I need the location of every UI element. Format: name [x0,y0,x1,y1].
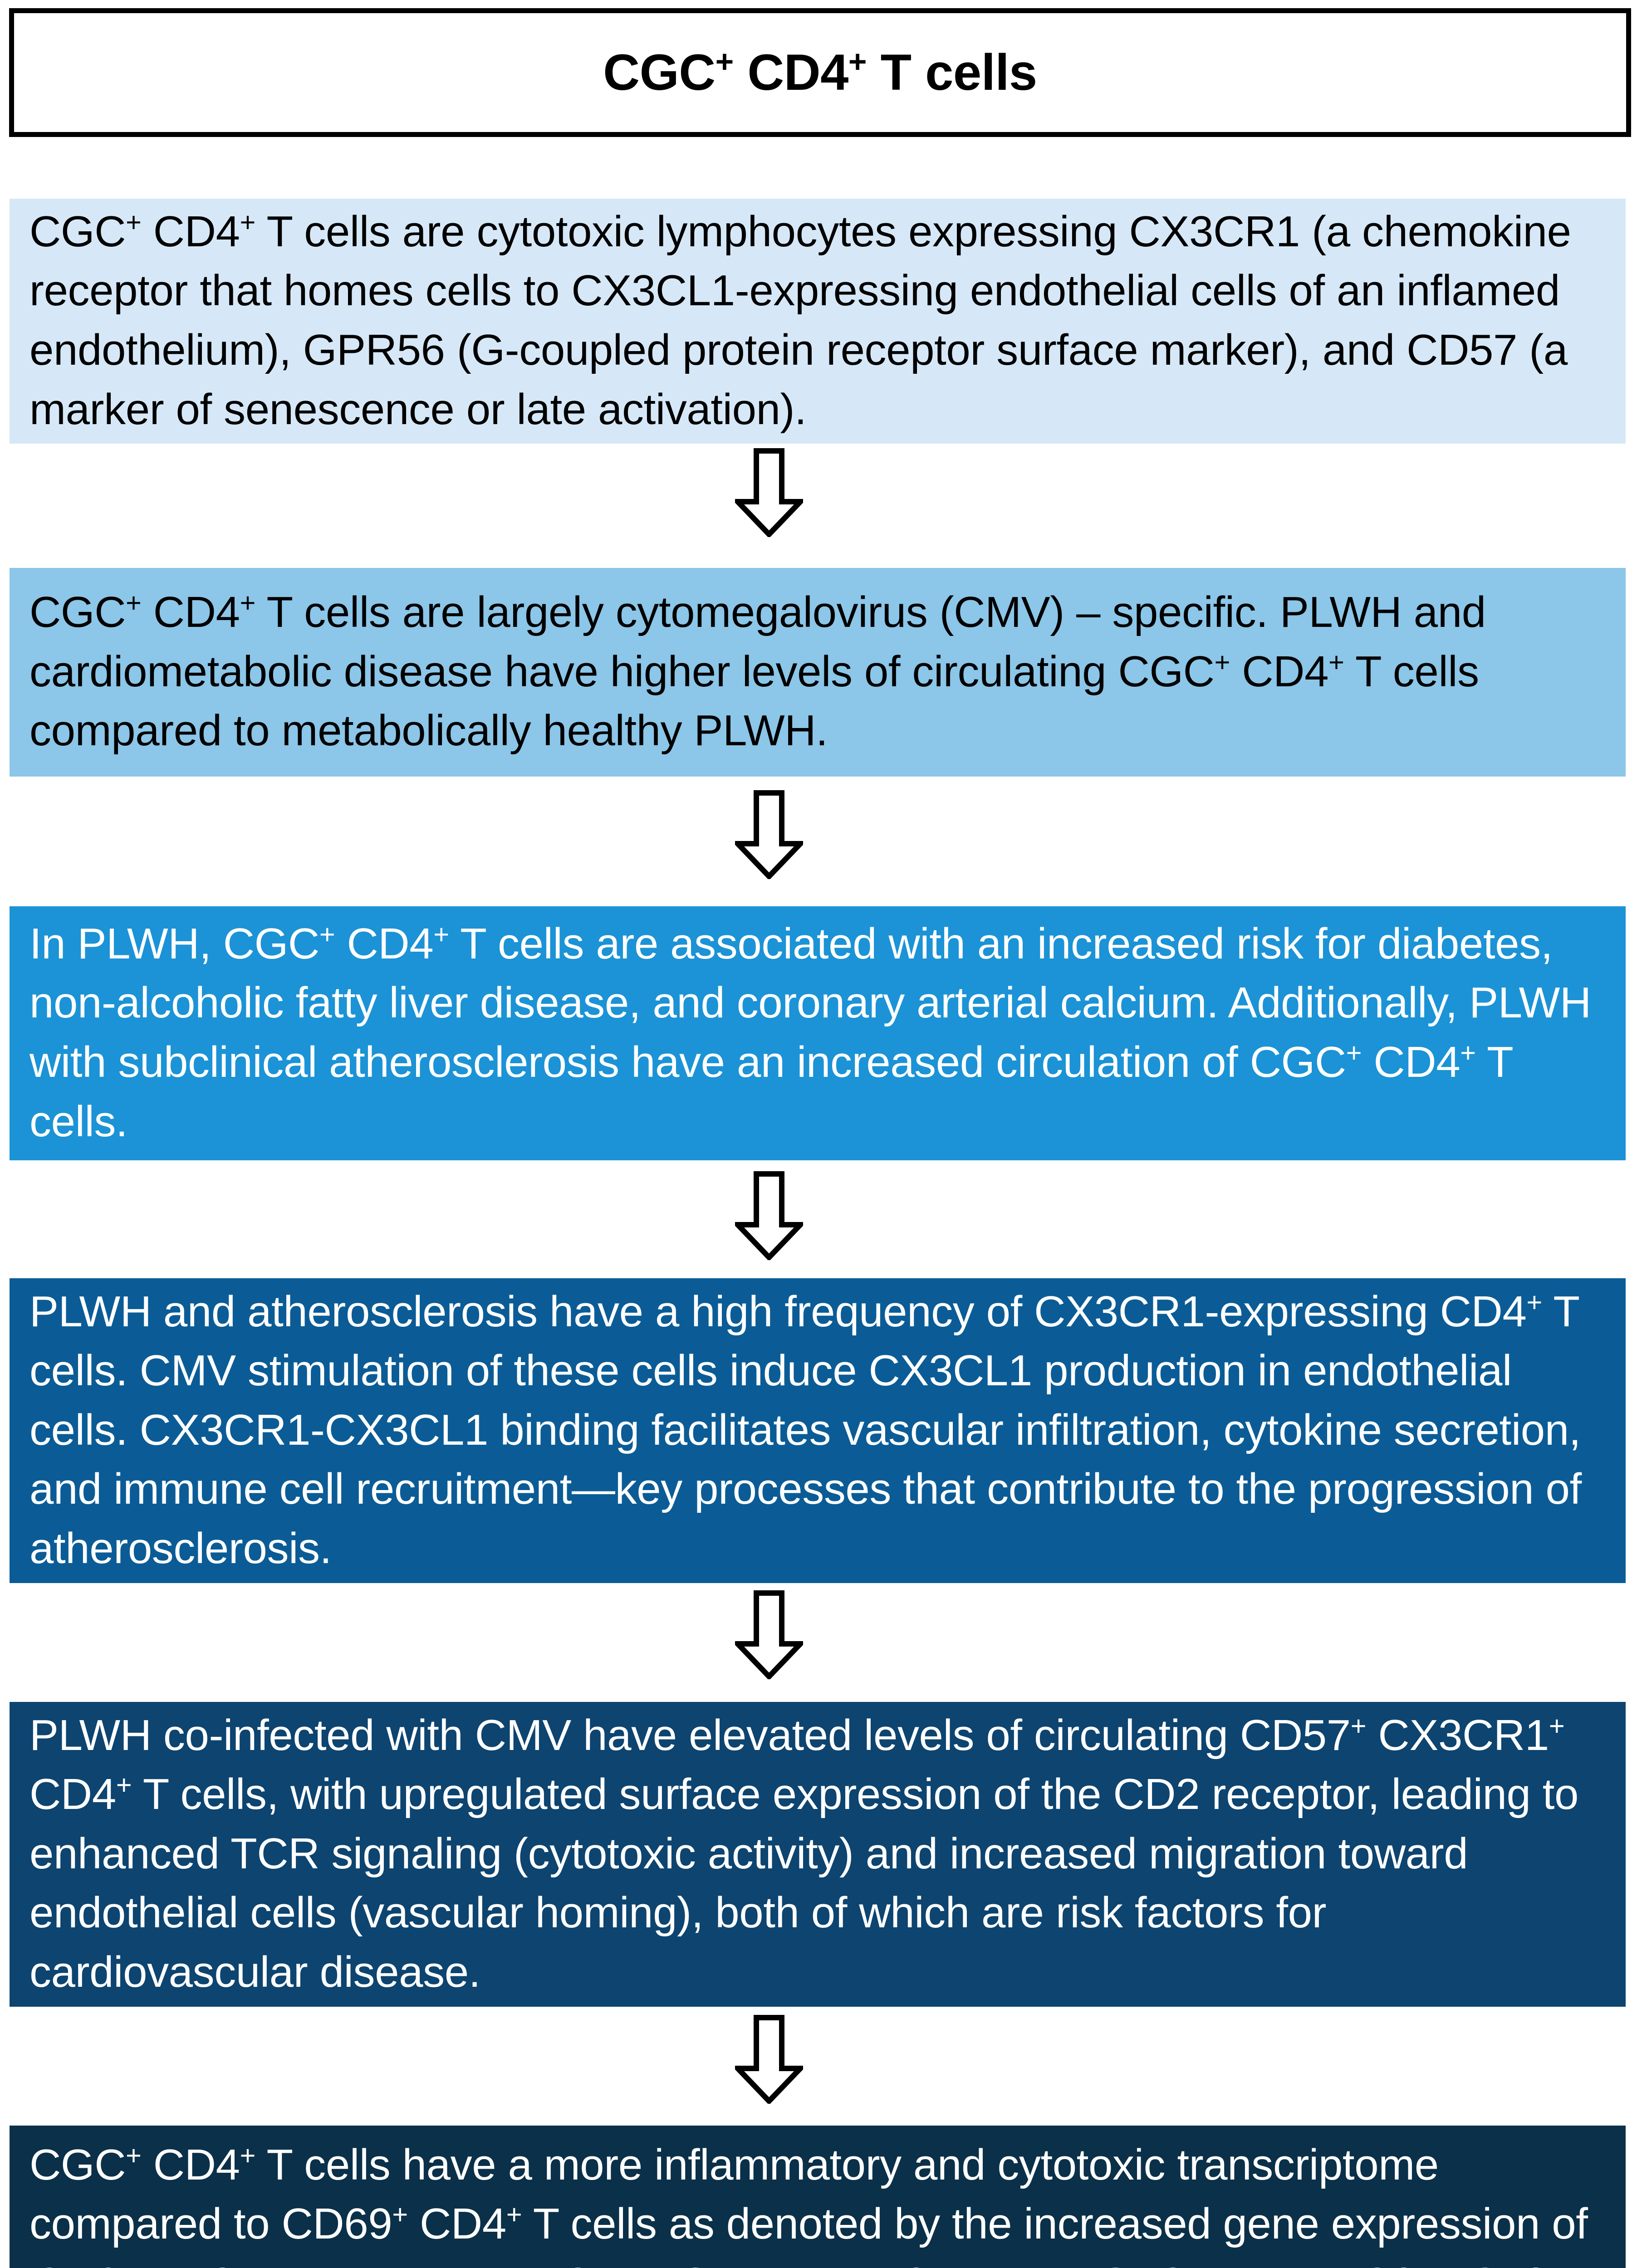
flow-step-6-text: CGC+ CD4+ T cells have a more inflammato… [29,2140,1600,2268]
flow-step-3-text: In PLWH, CGC+ CD4+ T cells are associate… [29,919,1603,1146]
flow-step-3: In PLWH, CGC+ CD4+ T cells are associate… [10,906,1626,1160]
flow-step-6: CGC+ CD4+ T cells have a more inflammato… [10,2126,1626,2268]
flow-step-1: CGC+ CD4+ T cells are cytotoxic lymphocy… [10,199,1626,444]
diagram-title: CGC+ CD4+ T cells [603,44,1037,101]
flow-step-2-text: CGC+ CD4+ T cells are largely cytomegalo… [29,587,1498,755]
diagram-title-box: CGC+ CD4+ T cells [9,8,1631,137]
flow-step-2: CGC+ CD4+ T cells are largely cytomegalo… [10,568,1626,777]
flow-step-5: PLWH co-infected with CMV have elevated … [10,1702,1626,2007]
flow-step-4: PLWH and atherosclerosis have a high fre… [10,1278,1626,1583]
down-arrow-outline-icon [735,790,803,879]
flow-step-4-text: PLWH and atherosclerosis have a high fre… [29,1286,1594,1573]
flow-step-5-text: PLWH co-infected with CMV have elevated … [29,1710,1591,1996]
down-arrow-outline-icon [735,2015,803,2104]
down-arrow-outline-icon [735,448,803,537]
down-arrow-outline-icon [735,1590,803,1679]
down-arrow-outline-icon [735,1171,803,1260]
flow-step-1-text: CGC+ CD4+ T cells are cytotoxic lymphocy… [29,206,1583,434]
